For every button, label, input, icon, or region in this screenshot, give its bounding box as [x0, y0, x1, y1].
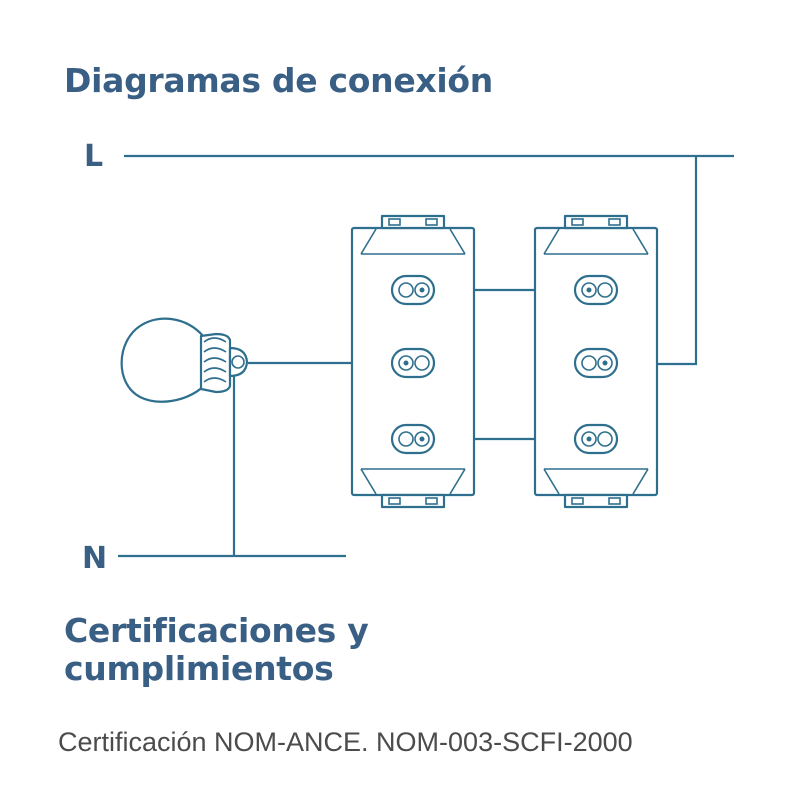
certifications-heading: Certificaciones y cumplimientos — [64, 611, 369, 688]
switch-2-bottom-tab — [563, 493, 629, 509]
switch-1-top-tab — [380, 214, 446, 230]
switch-1-terminal-top — [390, 274, 436, 306]
switch-2-top-slot-left — [571, 218, 584, 226]
neutral-label: N — [82, 541, 107, 576]
switch-2-bottom-bevel — [543, 468, 649, 495]
line-label: L — [84, 139, 103, 174]
switch-1-bottom-bevel — [360, 468, 466, 495]
bulb-thread-icon — [203, 337, 227, 383]
bulb-glass-icon — [120, 317, 206, 403]
bulb-tip-icon — [231, 355, 245, 369]
switch-1-top-slot-right — [425, 218, 438, 226]
switch-1-top-slot-left — [388, 218, 401, 226]
bulb-socket-icon — [199, 332, 232, 394]
switch-2-terminal-top — [573, 274, 619, 306]
switch-2-top-tab — [563, 214, 629, 230]
light-bulb — [120, 317, 249, 403]
switch-1-terminal-bottom — [390, 423, 436, 455]
switch-2-top-bevel — [543, 228, 649, 255]
switch-2-bottom-slot-left — [571, 497, 584, 505]
switch-1-bottom-tab — [380, 493, 446, 509]
switch-1 — [350, 214, 476, 509]
switch-1-bottom-slot-right — [425, 497, 438, 505]
switch-2-bottom-slot-right — [608, 497, 621, 505]
switch-2-top-slot-right — [608, 218, 621, 226]
switch-1-top-bevel — [360, 228, 466, 255]
connection-diagrams-heading: Diagramas de conexión — [64, 61, 493, 100]
certification-text: Certificación NOM-ANCE. NOM-003-SCFI-200… — [58, 727, 633, 757]
switch-2-terminal-bottom — [573, 423, 619, 455]
switch-2-terminal-middle — [573, 347, 619, 379]
switch-2 — [533, 214, 659, 509]
switch-1-bottom-slot-left — [388, 497, 401, 505]
switch-1-terminal-middle — [390, 347, 436, 379]
bulb-contact-icon — [228, 346, 249, 378]
